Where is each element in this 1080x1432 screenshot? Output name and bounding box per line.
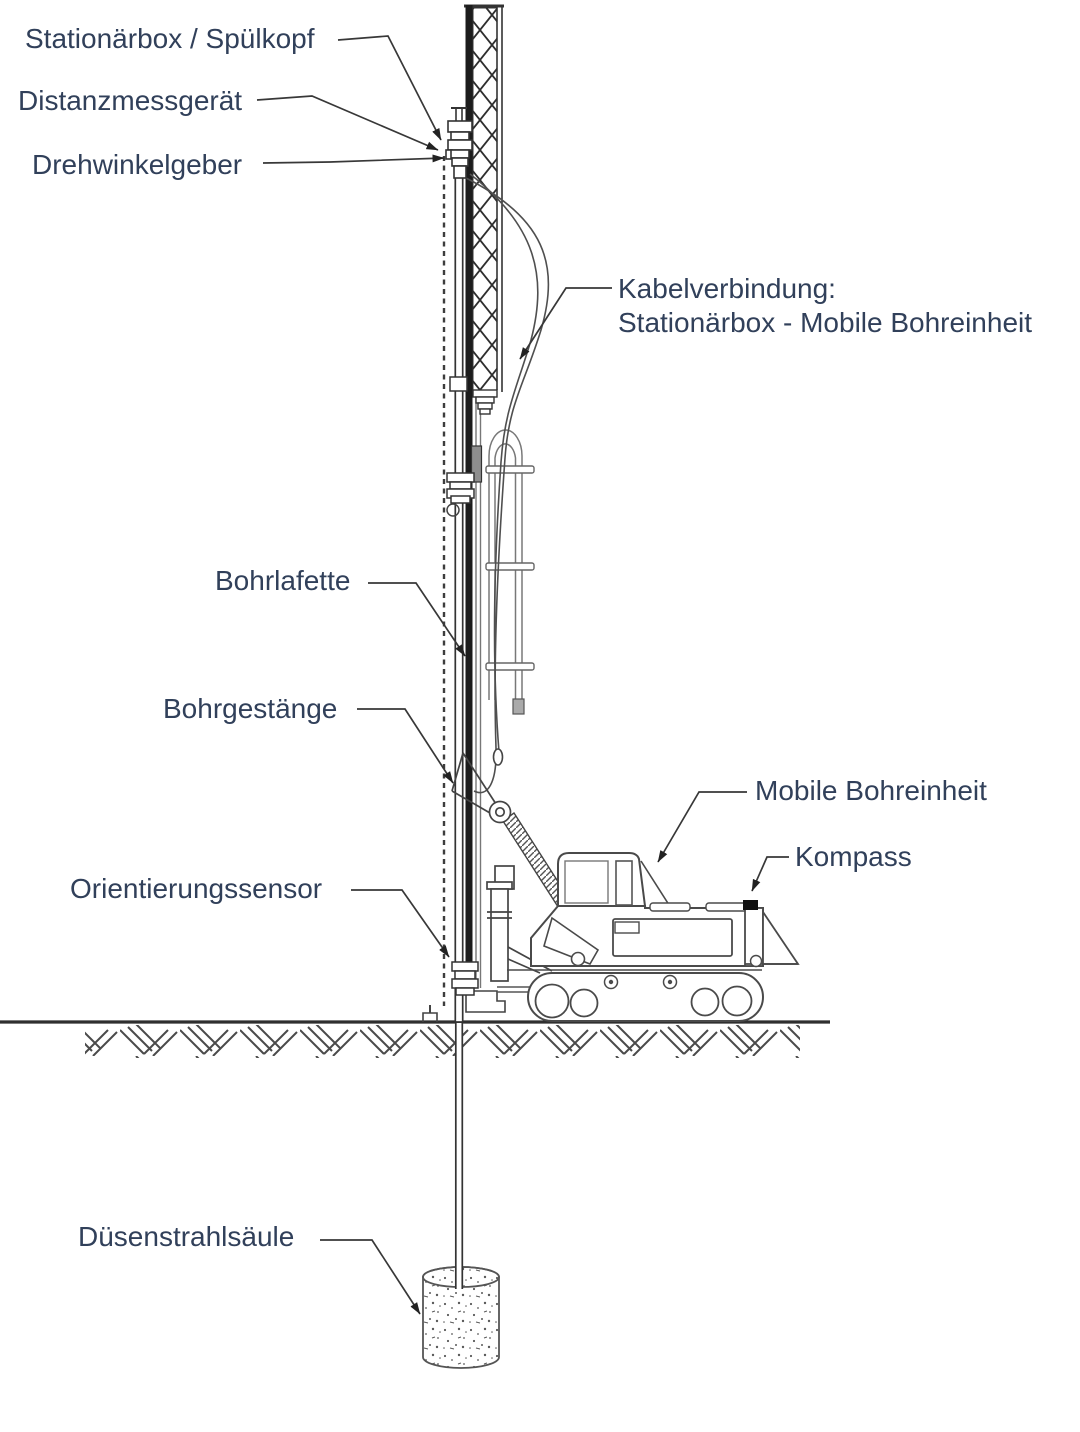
label-bohrlafette: Bohrlafette [215,565,351,596]
leader-bohrlafette [368,582,466,657]
leader-stationaerbox [337,35,442,141]
rod-collar [449,376,468,392]
leader-kabelverbindung [519,287,612,360]
cable-connection [465,173,550,794]
excavator [507,852,800,1022]
leader-orientierungssensor [351,889,450,958]
measuring-line [422,156,446,1022]
flush-head [445,107,473,179]
label-kabelverbindung-line1: Kabelverbindung: [618,273,836,304]
label-drehwinkelgeber: Drehwinkelgeber [32,149,243,180]
label-distanzmessgeraet: Distanzmessgerät [18,85,243,116]
leader-kompass [751,856,789,892]
leader-lines [256,35,789,1315]
hose-guide [485,429,535,715]
label-bohrgestaenge: Bohrgestänge [163,693,338,724]
label-kabelverbindung-line2: Stationärbox - Mobile Bohreinheit [618,307,1033,338]
label-mobile-bohreinheit: Mobile Bohreinheit [755,775,987,806]
label-kompass: Kompass [795,841,912,872]
leader-distanzmessgeraet [256,95,439,151]
drill-rod [454,175,464,1023]
label-stationaerbox: Stationärbox / Spülkopf [25,23,315,54]
rod-clamp [446,472,475,517]
orientation-sensor [451,961,479,996]
carriage-slider [470,445,483,483]
compass-device [743,900,758,910]
leader-drehwinkelgeber [262,154,445,164]
label-duesenstrahlsaeule: Düsenstrahlsäule [78,1221,295,1252]
label-orientierungssensor: Orientierungssensor [70,873,323,904]
ground [0,1020,830,1058]
leader-duesenstrahlsaeule [320,1239,421,1315]
label-kabelverbindung: Kabelverbindung: Stationärbox - Mobile B… [618,272,1032,340]
leader-bohrgestaenge [357,708,454,784]
jet-grout-column [422,1023,500,1369]
leader-mobile-bohreinheit [657,791,747,863]
